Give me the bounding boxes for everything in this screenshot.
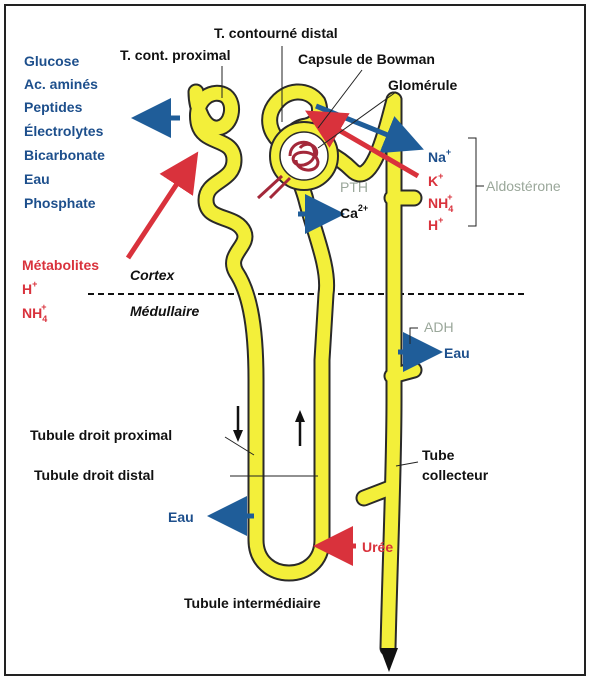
label-h-left: H+ <box>22 279 37 297</box>
urine-outflow-arrow <box>380 648 398 672</box>
label-intermediaire: Tubule intermédiaire <box>184 595 321 611</box>
label-proximal: T. cont. proximal <box>120 47 230 63</box>
reabsorbed-item: Électrolytes <box>24 123 104 139</box>
label-nh4-left: NH4+ <box>22 302 47 324</box>
reabsorbed-list: Glucose Ac. aminés Peptides Électrolytes… <box>24 53 105 211</box>
label-bowman: Capsule de Bowman <box>298 51 435 67</box>
label-cortex: Cortex <box>130 267 176 283</box>
reabsorbed-item: Phosphate <box>24 195 96 211</box>
reabsorbed-item: Eau <box>24 171 50 187</box>
label-eau-left: Eau <box>168 509 194 525</box>
label-adh: ADH <box>424 319 454 335</box>
flow-up-arrow <box>295 410 305 446</box>
label-droit-proximal: Tubule droit proximal <box>30 427 172 443</box>
label-metabolites: Métabolites <box>22 257 99 273</box>
label-ca: Ca2+ <box>340 203 368 221</box>
label-eau-adh: Eau <box>444 345 470 361</box>
label-nh4-right: NH4+ <box>428 192 453 214</box>
label-collecteur: collecteur <box>422 467 489 483</box>
label-distal: T. contourné distal <box>214 25 338 41</box>
bowman-inner <box>280 132 328 180</box>
label-na: Na+ <box>428 147 451 165</box>
label-medullaire: Médullaire <box>130 303 199 319</box>
secretion-arrow-metabolites <box>128 164 190 258</box>
label-aldosterone: Aldostérone <box>486 178 561 194</box>
reabsorbed-item: Peptides <box>24 99 83 115</box>
label-tube: Tube <box>422 447 455 463</box>
label-k: K+ <box>428 171 443 189</box>
reabsorbed-item: Bicarbonate <box>24 147 105 163</box>
reabsorbed-item: Ac. aminés <box>24 76 98 92</box>
label-uree: Urée <box>362 539 393 555</box>
label-pth: PTH <box>340 179 368 195</box>
label-glomerule: Glomérule <box>388 77 457 93</box>
label-h-right: H+ <box>428 215 443 233</box>
reabsorbed-item: Glucose <box>24 53 79 69</box>
label-droit-distal: Tubule droit distal <box>34 467 154 483</box>
flow-down-arrow <box>233 406 243 442</box>
